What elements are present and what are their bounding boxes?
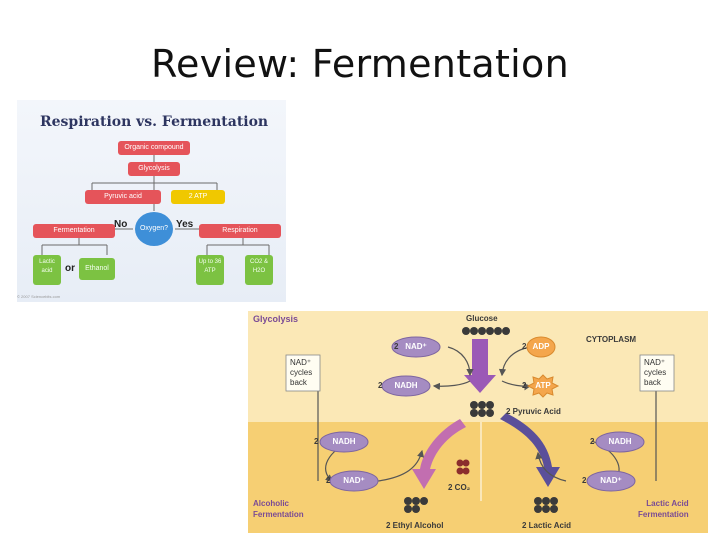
nadh-oval-3: NADH xyxy=(608,437,632,446)
co2-water-box: CO2 & H2O xyxy=(245,255,273,285)
fermentation-box: Fermentation xyxy=(33,224,115,238)
or-label: or xyxy=(65,263,75,274)
nadh-oval-1: NADH xyxy=(394,381,418,390)
coef-atp: 2 xyxy=(522,381,527,390)
alcoholic-fermentation-label: Alcoholic Fermentation xyxy=(253,499,304,519)
glucose-label: Glucose xyxy=(466,314,498,323)
coef-adp: 2 xyxy=(522,342,527,351)
two-atp-box: 2 ATP xyxy=(171,190,225,204)
glycolysis-label: Glycolysis xyxy=(253,314,299,324)
nad-plus-oval-2: NAD⁺ xyxy=(343,476,365,485)
credit-text: © 2007 Sciencebits.com xyxy=(17,294,61,299)
adp-oval: ADP xyxy=(532,342,550,351)
coef-nadh-1: 2 xyxy=(378,381,383,390)
ethyl-alcohol-label: 2 Ethyl Alcohol xyxy=(386,521,444,530)
atp-star: ATP xyxy=(535,381,551,390)
nad-plus-oval-1: NAD⁺ xyxy=(405,342,427,351)
coef-nad-2: 2 xyxy=(326,476,331,485)
coef-nadh-2: 2 xyxy=(314,437,319,446)
lactic-acid-box: Lactic acid xyxy=(33,255,61,285)
yes-label: Yes xyxy=(176,219,194,230)
fermentation-pathways-diagram: Glycolysis Glucose CYTOPLASM 2 NAD⁺ 2 NA… xyxy=(248,311,708,533)
nad-plus-oval-3: NAD⁺ xyxy=(600,476,622,485)
no-label: No xyxy=(114,219,128,230)
pathway-graphics xyxy=(248,311,708,533)
coef-nad-1: 2 xyxy=(394,342,399,351)
pyruvic-acid-label: 2 Pyruvic Acid xyxy=(506,407,561,416)
ethanol-box: Ethanol xyxy=(79,258,115,280)
oxygen-decision: Oxygen? xyxy=(135,212,173,246)
cytoplasm-label: CYTOPLASM xyxy=(586,335,637,344)
coef-nad-3: 2 xyxy=(582,476,587,485)
pyruvic-acid-box: Pyruvic acid xyxy=(85,190,161,204)
coef-nadh-3: 2 xyxy=(590,437,595,446)
lactic-acid-fermentation-label: Lactic Acid Fermentation xyxy=(638,499,689,519)
slide-title: Review: Fermentation xyxy=(151,42,569,86)
lactic-acid-label: 2 Lactic Acid xyxy=(522,521,572,530)
glycolysis-box: Glycolysis xyxy=(128,162,180,176)
up-to-36-atp-box: Up to 36 ATP xyxy=(196,255,224,285)
co2-label: 2 CO₂ xyxy=(448,483,471,492)
respiration-vs-fermentation-diagram: Respiration vs. Fermentation Organic com… xyxy=(17,100,286,302)
nad-cycles-back-right: NAD⁺ cycles back xyxy=(644,358,667,387)
nad-cycles-back-left: NAD⁺ cycles back xyxy=(290,358,313,387)
nadh-oval-2: NADH xyxy=(332,437,356,446)
fig1-title: Respiration vs. Fermentation xyxy=(40,114,269,130)
organic-compound-box: Organic compound xyxy=(118,141,190,155)
respiration-box: Respiration xyxy=(199,224,281,238)
